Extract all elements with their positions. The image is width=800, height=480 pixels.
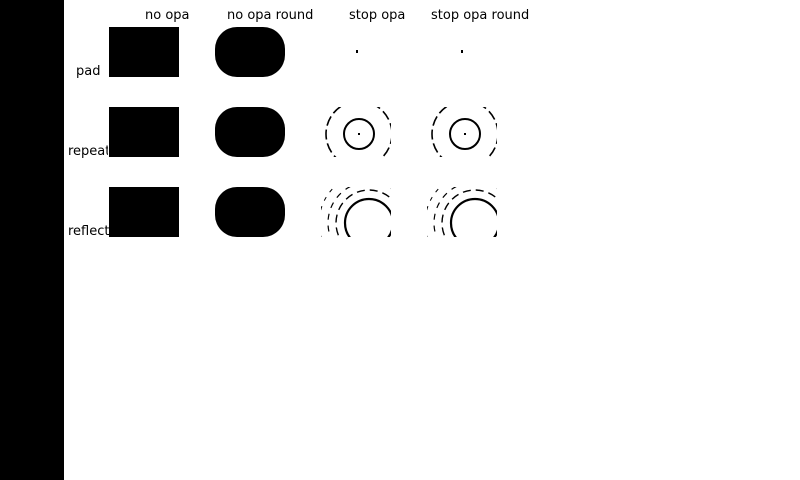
gradient-cell-reflect-no-opa-round	[215, 187, 285, 237]
gradient-cell-repeat-stop-opa-round	[427, 107, 497, 157]
column-header-stop-opa-round: stop opa round	[431, 8, 530, 23]
gradient-cell-reflect-stop-opa	[321, 187, 391, 237]
column-header-no-opa: no opa	[145, 8, 190, 23]
left-sidebar	[0, 0, 64, 480]
gradient-cell-pad-no-opa	[109, 27, 179, 77]
gradient-cell-repeat-no-opa-round	[215, 107, 285, 157]
gradient-cell-pad-stop-opa-round	[427, 27, 497, 77]
gradient-cell-pad-stop-opa	[321, 27, 391, 77]
gradient-cell-repeat-stop-opa	[321, 107, 391, 157]
row-label-pad: pad	[76, 64, 101, 79]
column-header-no-opa-round: no opa round	[227, 8, 314, 23]
gradient-cell-reflect-stop-opa-round	[427, 187, 497, 237]
gradient-cell-reflect-no-opa	[109, 187, 179, 237]
row-label-reflect: reflect	[68, 224, 110, 239]
row-label-repeat: repeat	[68, 144, 108, 159]
gradient-cell-repeat-no-opa	[109, 107, 179, 157]
column-header-stop-opa: stop opa	[349, 8, 406, 23]
gradient-cell-pad-no-opa-round	[215, 27, 285, 77]
